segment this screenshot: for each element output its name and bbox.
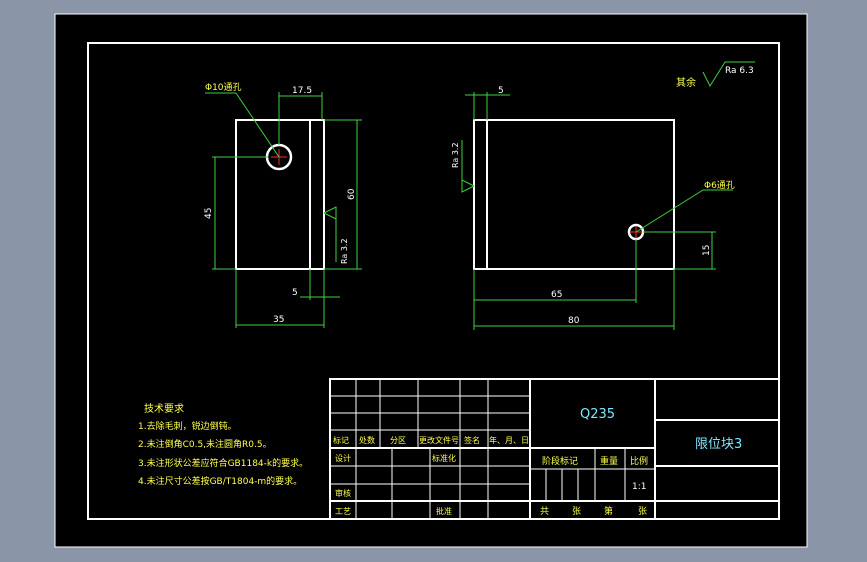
surface-finish-value: Ra 6.3 [725, 66, 754, 76]
surface-finish-note: 其余 Ra 6.3 [676, 61, 755, 89]
side-dim-15-text: 15 [702, 245, 712, 256]
dim-5-text: 5 [292, 288, 298, 298]
tb-label-mark: 标记 [333, 435, 349, 445]
side-dim-5-text: 5 [498, 86, 504, 96]
tech-req-item: 1.去除毛刺，锐边倒钝。 [138, 420, 237, 432]
side-view: 5 Ra 3.2 Φ6通孔 15 65 80 [451, 86, 735, 330]
tb-sheets-unit: 张 [572, 506, 581, 517]
side-hole-label: Φ6通孔 [704, 180, 735, 191]
tb-label-scale: 比例 [630, 455, 648, 467]
tb-sheets-total: 共 [540, 506, 549, 517]
tb-label-change-doc: 更改文件号 [419, 435, 459, 445]
tech-req-item: 2.未注倒角C0.5,未注圆角R0.5。 [138, 438, 272, 450]
drawing-sheet [54, 13, 808, 548]
tech-req-item: 3.未注形状公差应符合GB1184-k的要求。 [138, 457, 308, 469]
tb-sheet-number: 第 [604, 505, 613, 517]
hole-leader-line [235, 92, 280, 158]
roughness-symbol-front [323, 206, 337, 220]
dim-35-text: 35 [273, 315, 284, 325]
tb-label-stage-mark: 阶段标记 [542, 455, 578, 467]
tb-sheet-unit: 张 [638, 506, 647, 517]
roughness-symbol-side [461, 179, 475, 193]
title-block-text: Q235 限位块3 标记 处数 分区 更改文件号 签名 年、月、日 设计 标准化… [333, 407, 742, 517]
front-view: Φ10通孔 17.5 60 45 Ra 3.2 5 35 [204, 82, 362, 328]
roughness-side-text: Ra 3.2 [451, 142, 460, 168]
dim-60-text: 60 [347, 188, 357, 200]
side-hole-leader [635, 189, 704, 233]
side-dim-80-text: 80 [568, 316, 580, 326]
tb-label-count: 处数 [359, 435, 375, 445]
part-name-text: 限位块3 [695, 437, 742, 452]
front-hole-label: Φ10通孔 [205, 82, 242, 93]
dim-45-text: 45 [204, 208, 214, 219]
tech-req-title: 技术要求 [144, 402, 184, 415]
roughness-front-text: Ra 3.2 [340, 238, 349, 264]
material-text: Q235 [580, 407, 615, 422]
tb-scale-value: 1:1 [632, 482, 646, 492]
tb-label-zone: 分区 [390, 436, 406, 445]
tb-label-review: 审核 [335, 488, 351, 498]
tb-label-weight: 重量 [600, 455, 618, 467]
tech-req-item: 4.未注尺寸公差按GB/T1804-m的要求。 [138, 475, 302, 487]
front-view-outline [235, 119, 325, 270]
tb-label-standardization: 标准化 [432, 453, 456, 463]
tech-requirements: 技术要求 1.去除毛刺，锐边倒钝。 2.未注倒角C0.5,未注圆角R0.5。 3… [138, 402, 308, 487]
surface-finish-symbol [702, 61, 755, 88]
side-dim-65-text: 65 [551, 290, 562, 300]
surface-finish-label: 其余 [676, 76, 696, 89]
side-view-outline [473, 119, 675, 270]
tb-label-process: 工艺 [335, 507, 351, 516]
title-block [329, 378, 780, 520]
tb-label-design: 设计 [335, 453, 351, 463]
dim-17-5-text: 17.5 [292, 86, 312, 96]
tb-label-approve: 批准 [436, 506, 452, 516]
tb-label-sign: 签名 [464, 435, 480, 445]
tb-label-date: 年、月、日 [489, 435, 529, 445]
